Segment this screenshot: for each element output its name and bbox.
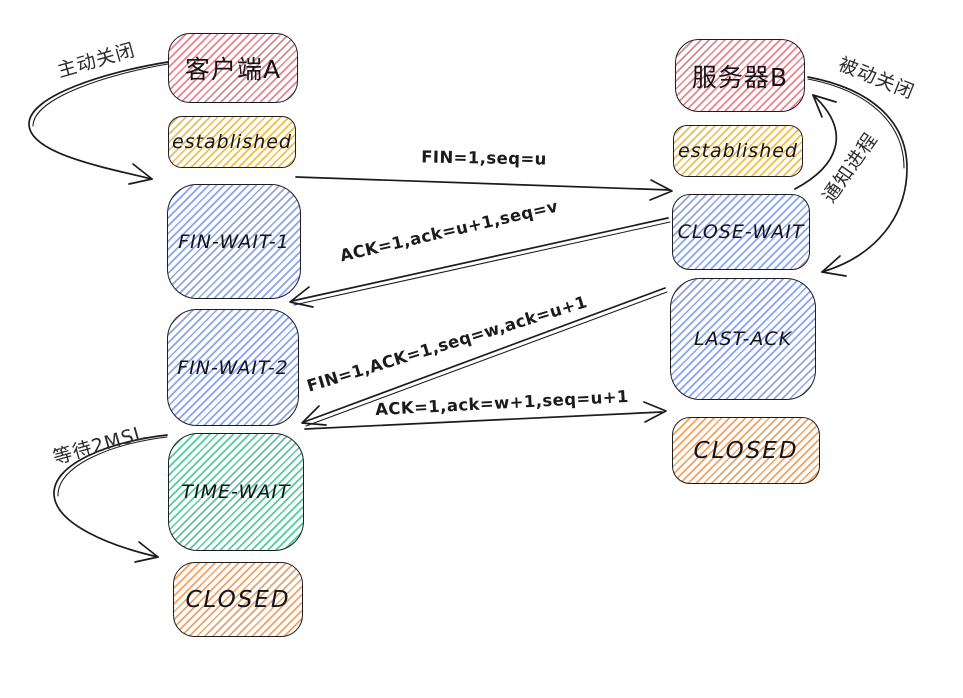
node-server-closed: CLOSED: [672, 417, 820, 484]
node-client-established: established: [168, 116, 296, 168]
arrow-message-ack2: [304, 401, 667, 430]
arrow-passive-close: [807, 76, 908, 277]
node-last-ack: LAST-ACK: [670, 278, 816, 400]
node-client-closed: CLOSED: [173, 562, 303, 637]
node-fin-wait-1: FIN-WAIT-1: [167, 184, 301, 299]
node-server-established: established: [673, 125, 803, 177]
message-label-fin: FIN=1,seq=u: [421, 147, 547, 169]
arrow-message-fin: [295, 176, 673, 201]
node-client-title: 客户端A: [168, 33, 298, 103]
node-fin-wait-2: FIN-WAIT-2: [167, 309, 299, 426]
arrow-wait-2msl: [53, 434, 168, 563]
node-time-wait: TIME-WAIT: [168, 433, 304, 551]
node-close-wait: CLOSE-WAIT: [672, 194, 810, 270]
arrow-notify-process: [794, 94, 838, 190]
arrow-message-ack1: [289, 217, 671, 308]
node-server-title: 服务器B: [675, 39, 805, 112]
arrow-message-finack: [301, 287, 668, 427]
arrow-active-close: [28, 61, 169, 185]
